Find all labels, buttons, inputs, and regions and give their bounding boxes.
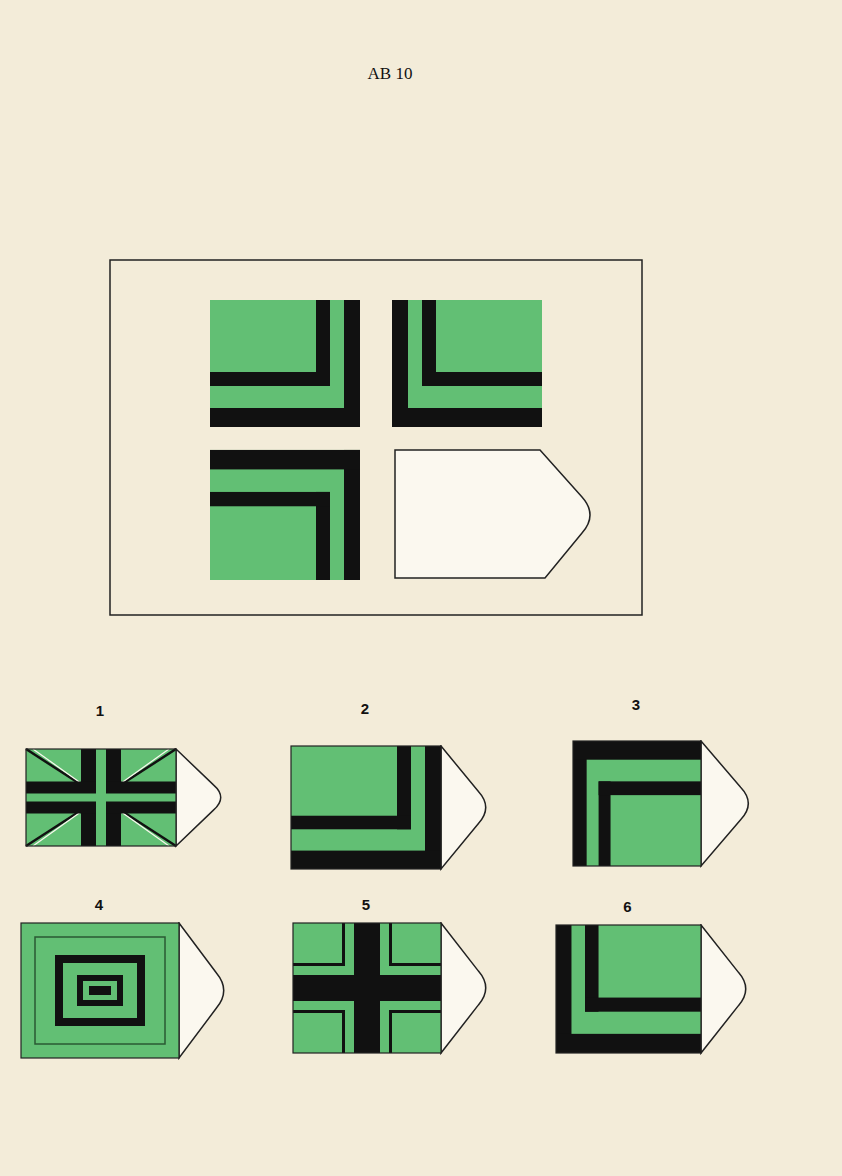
card-border — [26, 749, 176, 846]
pattern-shape — [389, 963, 441, 966]
card-tab — [701, 925, 746, 1053]
matrix-frame — [110, 260, 642, 615]
pattern-shape — [389, 1010, 441, 1013]
pattern-shape — [389, 923, 392, 966]
pattern-shape — [573, 741, 587, 866]
option-number: 1 — [25, 702, 175, 720]
pattern-shape — [83, 981, 117, 1000]
card-border — [556, 925, 701, 1053]
option-card — [292, 922, 496, 1056]
card-tab — [176, 749, 221, 846]
option-number: 3 — [572, 696, 700, 714]
pattern-shape — [89, 986, 111, 995]
pattern-shape — [35, 937, 165, 1044]
pattern-shape — [21, 923, 179, 1058]
pattern-shape — [293, 963, 345, 966]
pattern-shape — [599, 781, 701, 795]
pattern-shape — [293, 1010, 345, 1013]
matrix-cell — [392, 300, 542, 427]
blank-cell — [395, 450, 590, 578]
option-card — [20, 922, 234, 1061]
pattern-shape — [556, 925, 701, 1053]
card-border — [21, 923, 179, 1058]
pattern-shape — [293, 975, 441, 1001]
pattern-shape — [556, 1034, 701, 1053]
answer-option: 4 — [20, 896, 234, 1061]
pattern-shape — [293, 923, 441, 1053]
pattern-shape — [573, 741, 701, 760]
pattern-shape — [291, 816, 411, 830]
answer-option: 3 — [572, 696, 759, 869]
answer-option: 6 — [555, 898, 756, 1056]
answer-option: 1 — [25, 702, 231, 849]
option-card — [290, 745, 496, 872]
option-number: 5 — [292, 896, 440, 914]
item-code: AB 10 — [330, 64, 450, 84]
option-number: 2 — [290, 700, 440, 718]
matrix-cell — [210, 300, 360, 427]
card-border — [293, 923, 441, 1053]
card-tab — [701, 741, 748, 866]
pattern-shape — [342, 1010, 345, 1053]
card-tab — [179, 923, 224, 1058]
card-tab — [441, 746, 486, 869]
pattern-shape — [389, 1010, 392, 1053]
pattern-shape — [556, 925, 571, 1053]
pattern-shape — [342, 923, 345, 966]
pattern-shape — [77, 975, 123, 1006]
pattern-shape — [573, 741, 701, 866]
option-number: 6 — [555, 898, 700, 916]
pattern-shape — [26, 749, 176, 846]
option-card — [555, 924, 756, 1056]
pattern-shape — [585, 998, 701, 1012]
matrix-cell — [210, 450, 360, 580]
card-border — [291, 746, 441, 869]
option-number: 4 — [20, 896, 178, 914]
answer-option: 5 — [292, 896, 496, 1056]
pattern-shape — [26, 794, 176, 802]
card-border — [573, 741, 701, 866]
answer-option: 2 — [290, 700, 496, 872]
option-card — [572, 740, 759, 869]
pattern-shape — [425, 746, 441, 869]
pattern-shape — [59, 959, 141, 1022]
option-card — [25, 748, 231, 849]
card-tab — [441, 923, 486, 1053]
pattern-shape — [291, 851, 441, 869]
pattern-shape — [291, 746, 441, 869]
